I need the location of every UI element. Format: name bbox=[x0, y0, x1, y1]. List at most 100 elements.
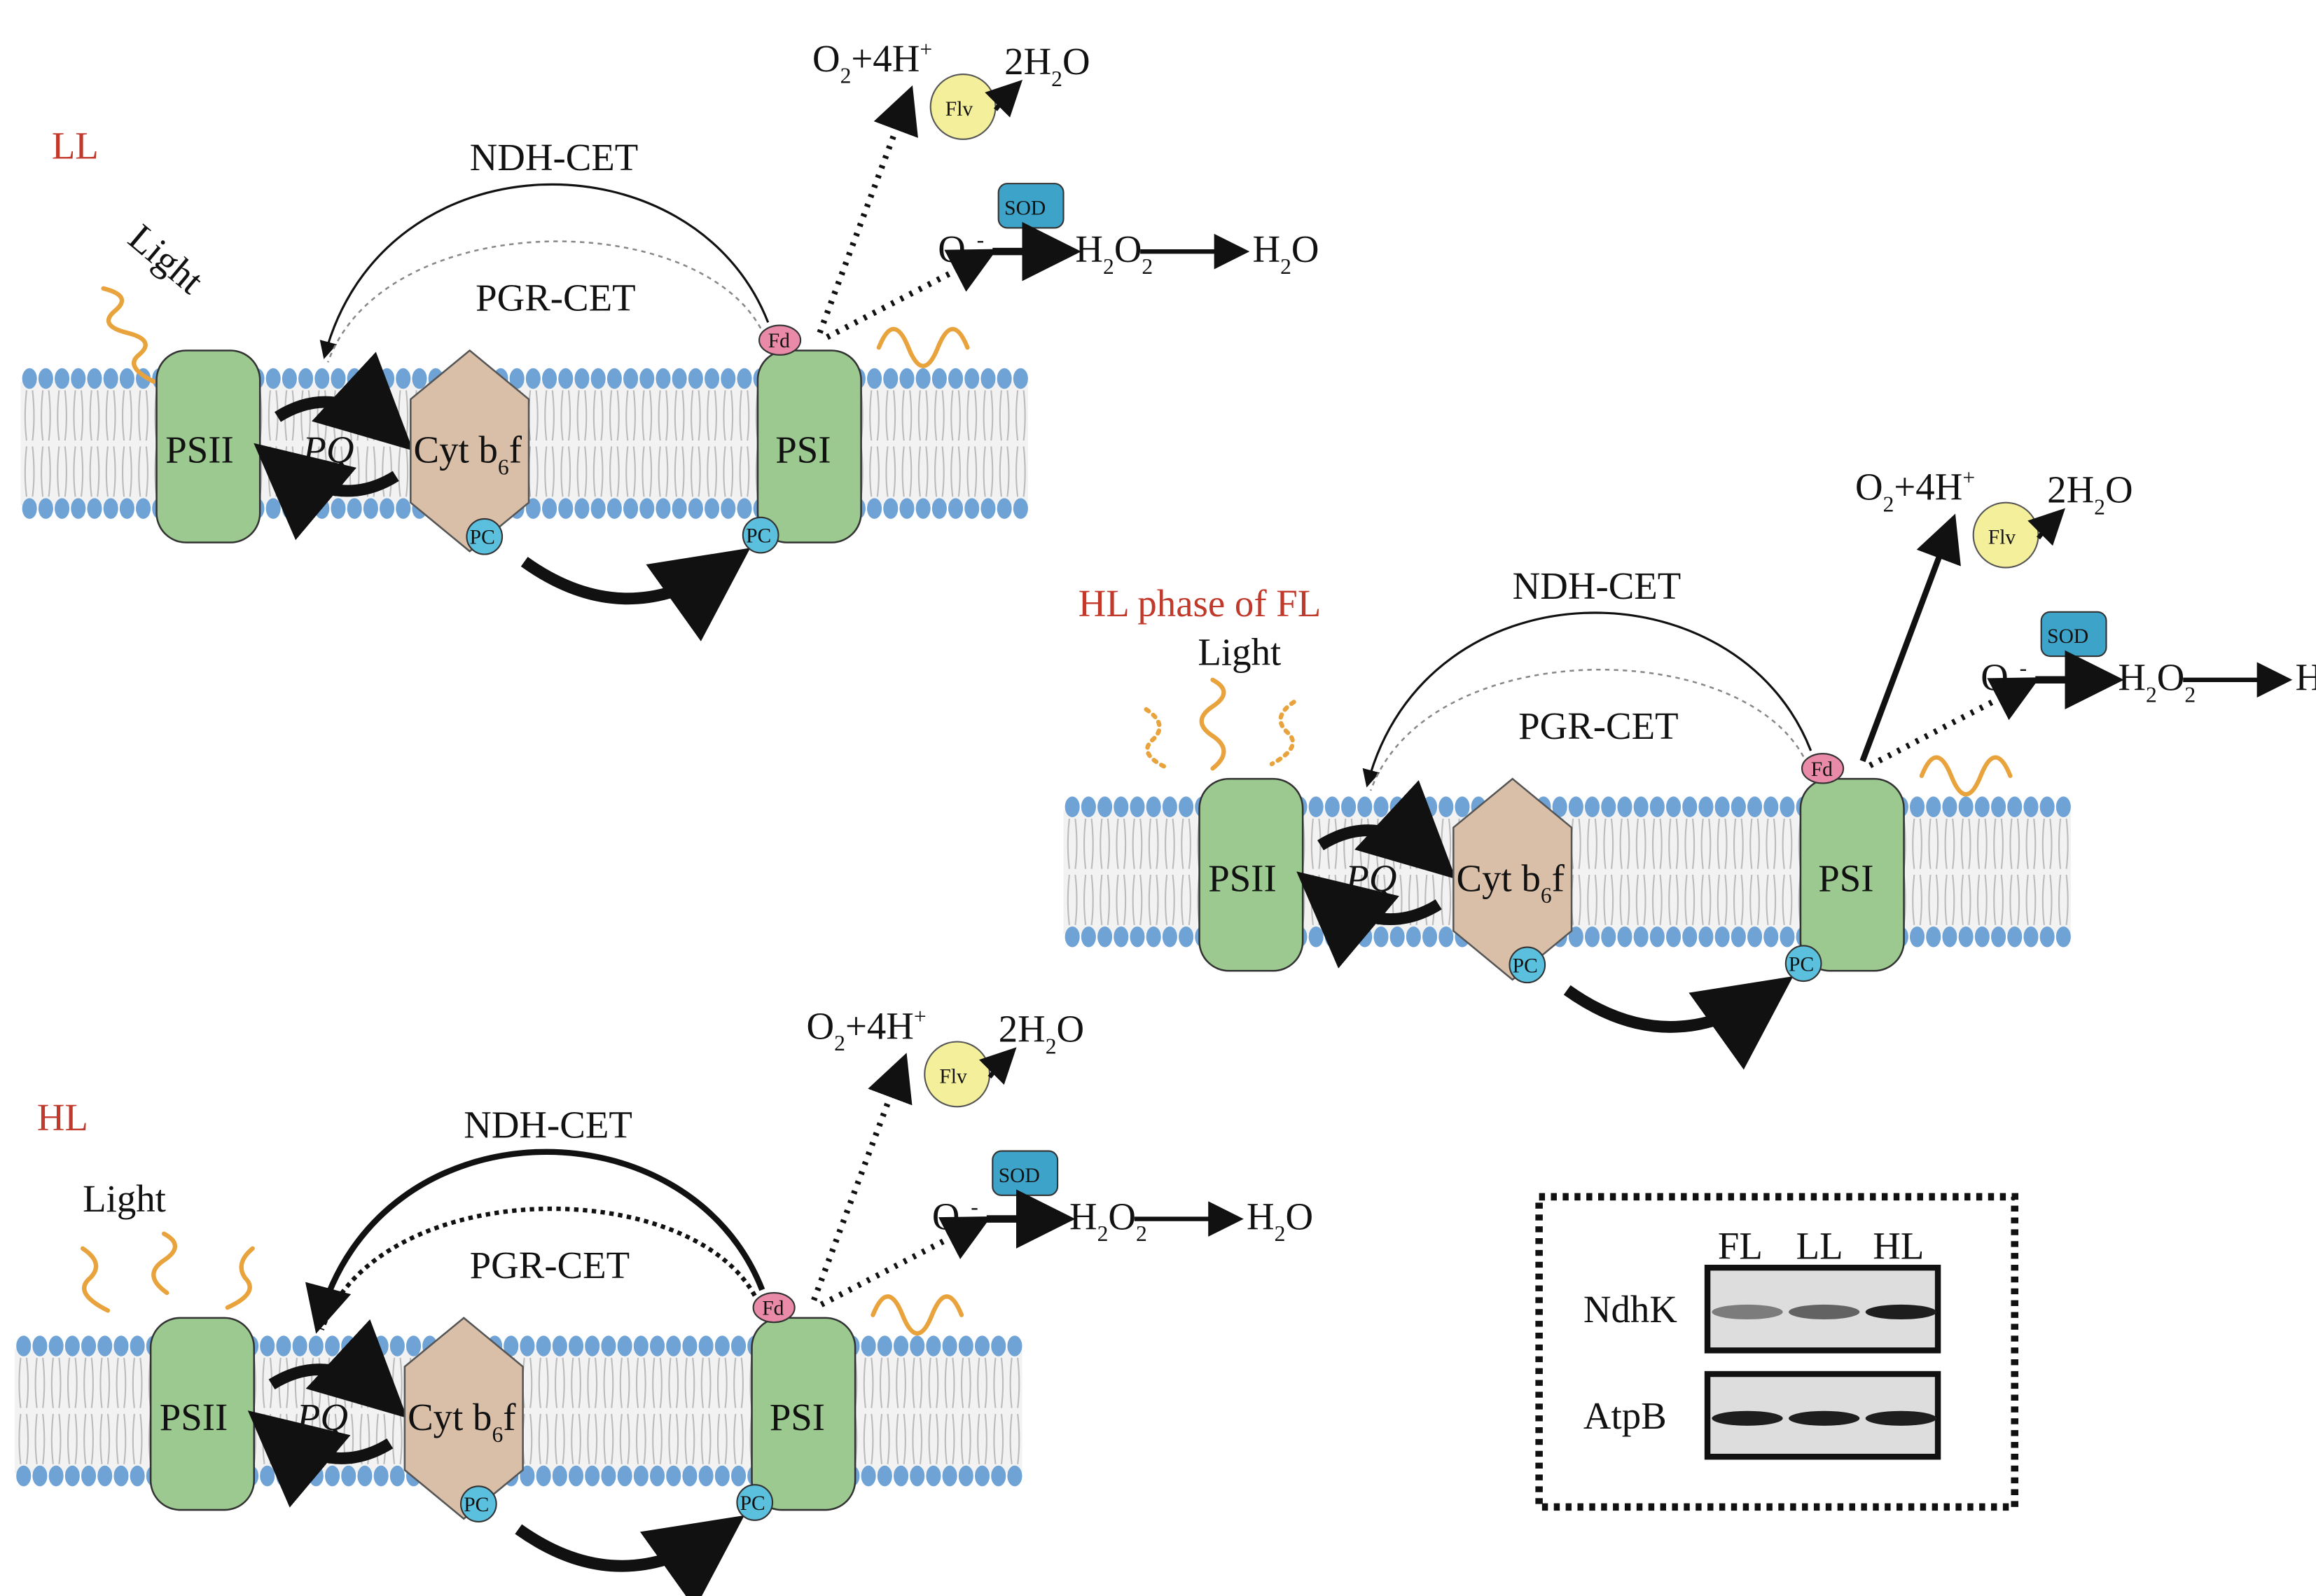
psi-label: PSI bbox=[770, 1396, 825, 1438]
light-wave-icon bbox=[871, 1294, 964, 1336]
flv-label: Flv bbox=[1988, 527, 2016, 549]
light-wave-icon bbox=[1144, 707, 1171, 771]
light-wave-icon bbox=[80, 1246, 111, 1313]
fd-label: Fd bbox=[768, 330, 790, 352]
psi-label: PSI bbox=[775, 429, 831, 471]
light-label: Light bbox=[1198, 631, 1281, 674]
condition-label: HL bbox=[37, 1096, 88, 1139]
pq-arrow-icon bbox=[275, 352, 414, 451]
psi-complex bbox=[1799, 777, 1905, 972]
h2o-label: H2O bbox=[1252, 228, 1319, 279]
pgr-cet-label: PGR-CET bbox=[470, 1244, 630, 1286]
blot-row-ndhk: NdhK bbox=[1583, 1264, 1941, 1354]
pc-label: PC bbox=[1789, 953, 1814, 976]
pc-label: PC bbox=[746, 525, 771, 548]
flv-product: 2H2O bbox=[1004, 40, 1090, 91]
pc-circle bbox=[1509, 946, 1546, 984]
light-label: Light bbox=[83, 1177, 166, 1220]
cyt-b6f-complex bbox=[410, 349, 530, 553]
psi-complex bbox=[756, 349, 862, 543]
fd-label: Fd bbox=[1811, 758, 1833, 781]
sod-label: SOD bbox=[2047, 625, 2088, 648]
ndh-cet-label: NDH-CET bbox=[464, 1104, 632, 1146]
pc-circle bbox=[736, 1484, 774, 1521]
pq-arrow-icon bbox=[254, 443, 399, 541]
pq-arrow-icon bbox=[1296, 871, 1442, 969]
flv-label: Flv bbox=[945, 98, 973, 120]
flv-flux-arrow-icon bbox=[811, 1053, 913, 1302]
protein-label: NdhK bbox=[1583, 1288, 1677, 1331]
blot-band bbox=[1712, 1304, 1783, 1319]
pq-arrow-icon bbox=[247, 1410, 394, 1508]
psii-label: PSII bbox=[165, 429, 234, 471]
ndh-cet-label: NDH-CET bbox=[470, 136, 639, 179]
psii-label: PSII bbox=[1208, 856, 1277, 899]
flv-reactant: O2+4H+ bbox=[807, 1004, 927, 1055]
blot-band bbox=[1789, 1410, 1860, 1426]
blot-band bbox=[1865, 1410, 1936, 1426]
light-wave-icon bbox=[151, 1231, 178, 1296]
flv-label: Flv bbox=[939, 1066, 967, 1088]
pc-circle bbox=[1784, 945, 1822, 983]
fd-label: Fd bbox=[762, 1298, 784, 1320]
pgr-cet-arrow-icon bbox=[327, 240, 762, 363]
protein-label: AtpB bbox=[1583, 1394, 1667, 1437]
psi-label: PSI bbox=[1818, 856, 1873, 899]
fd-ellipse bbox=[758, 324, 802, 356]
ndh-cet-arrow-icon bbox=[1362, 611, 1812, 788]
ndh-cet-label: NDH-CET bbox=[1513, 564, 1681, 607]
pq-label: PQ bbox=[296, 1396, 348, 1438]
electron-transfer-arrow-icon bbox=[515, 1515, 745, 1596]
pc-label: PC bbox=[740, 1492, 765, 1515]
pq-label: PQ bbox=[302, 429, 354, 471]
condition-label: HL phase of FL bbox=[1079, 582, 1322, 625]
lane-label-ll: LL bbox=[1796, 1225, 1843, 1268]
psii-label: PSII bbox=[160, 1396, 228, 1438]
flv-product-arrow-icon bbox=[985, 79, 1022, 118]
light-wave-icon bbox=[1269, 700, 1296, 767]
fd-ellipse bbox=[1801, 753, 1845, 784]
ndh-cet-arrow-icon bbox=[319, 183, 770, 359]
h2o-label: H2O bbox=[2295, 656, 2316, 707]
light-wave-icon bbox=[876, 326, 970, 368]
pc-label: PC bbox=[1513, 955, 1538, 977]
light-label: Light bbox=[120, 216, 212, 302]
pc-circle bbox=[459, 1485, 497, 1522]
pgr-cet-label: PGR-CET bbox=[1518, 705, 1678, 747]
electron-transfer-arrow-icon bbox=[1563, 976, 1794, 1070]
blot-band bbox=[1865, 1304, 1936, 1319]
flv-product-arrow-icon bbox=[2027, 508, 2065, 546]
flv-product: 2H2O bbox=[999, 1007, 1084, 1058]
psi-complex bbox=[751, 1317, 857, 1511]
pgr-cet-arrow-icon bbox=[319, 1206, 757, 1331]
sod-label: SOD bbox=[999, 1165, 1040, 1187]
pgr-cet-arrow-icon bbox=[1370, 668, 1805, 791]
lane-label-fl: FL bbox=[1718, 1225, 1763, 1268]
pq-arrow-icon bbox=[1317, 780, 1457, 880]
cyt-b6f-label: Cyt b6f bbox=[414, 429, 522, 480]
lane-label-hl: HL bbox=[1873, 1225, 1924, 1268]
fd-ellipse bbox=[752, 1291, 796, 1324]
flv-reactant: O2+4H+ bbox=[1855, 465, 1975, 516]
flv-product: 2H2O bbox=[2047, 469, 2133, 520]
pc-label: PC bbox=[470, 527, 495, 549]
light-wave-icon bbox=[101, 286, 156, 384]
condition-label: LL bbox=[52, 124, 99, 167]
blot-band bbox=[1712, 1410, 1783, 1426]
flv-product-arrow-icon bbox=[978, 1047, 1017, 1085]
sod-reaction: O2- bbox=[932, 1195, 978, 1246]
light-wave-icon bbox=[1199, 677, 1226, 771]
pc-circle bbox=[466, 518, 504, 555]
western-blot-box: FL LL HL NdhK AtpB bbox=[1535, 1193, 2019, 1511]
pq-label: PQ bbox=[1345, 856, 1396, 899]
flv-flux-arrow-icon bbox=[817, 85, 918, 334]
flv-reactant: O2+4H+ bbox=[812, 37, 932, 88]
pc-circle bbox=[742, 516, 779, 554]
pc-label: PC bbox=[464, 1494, 489, 1516]
cyt-b6f-complex bbox=[1452, 777, 1573, 981]
sod-reaction: O2- bbox=[938, 228, 984, 279]
sod-reaction: O2- bbox=[1981, 655, 2027, 707]
